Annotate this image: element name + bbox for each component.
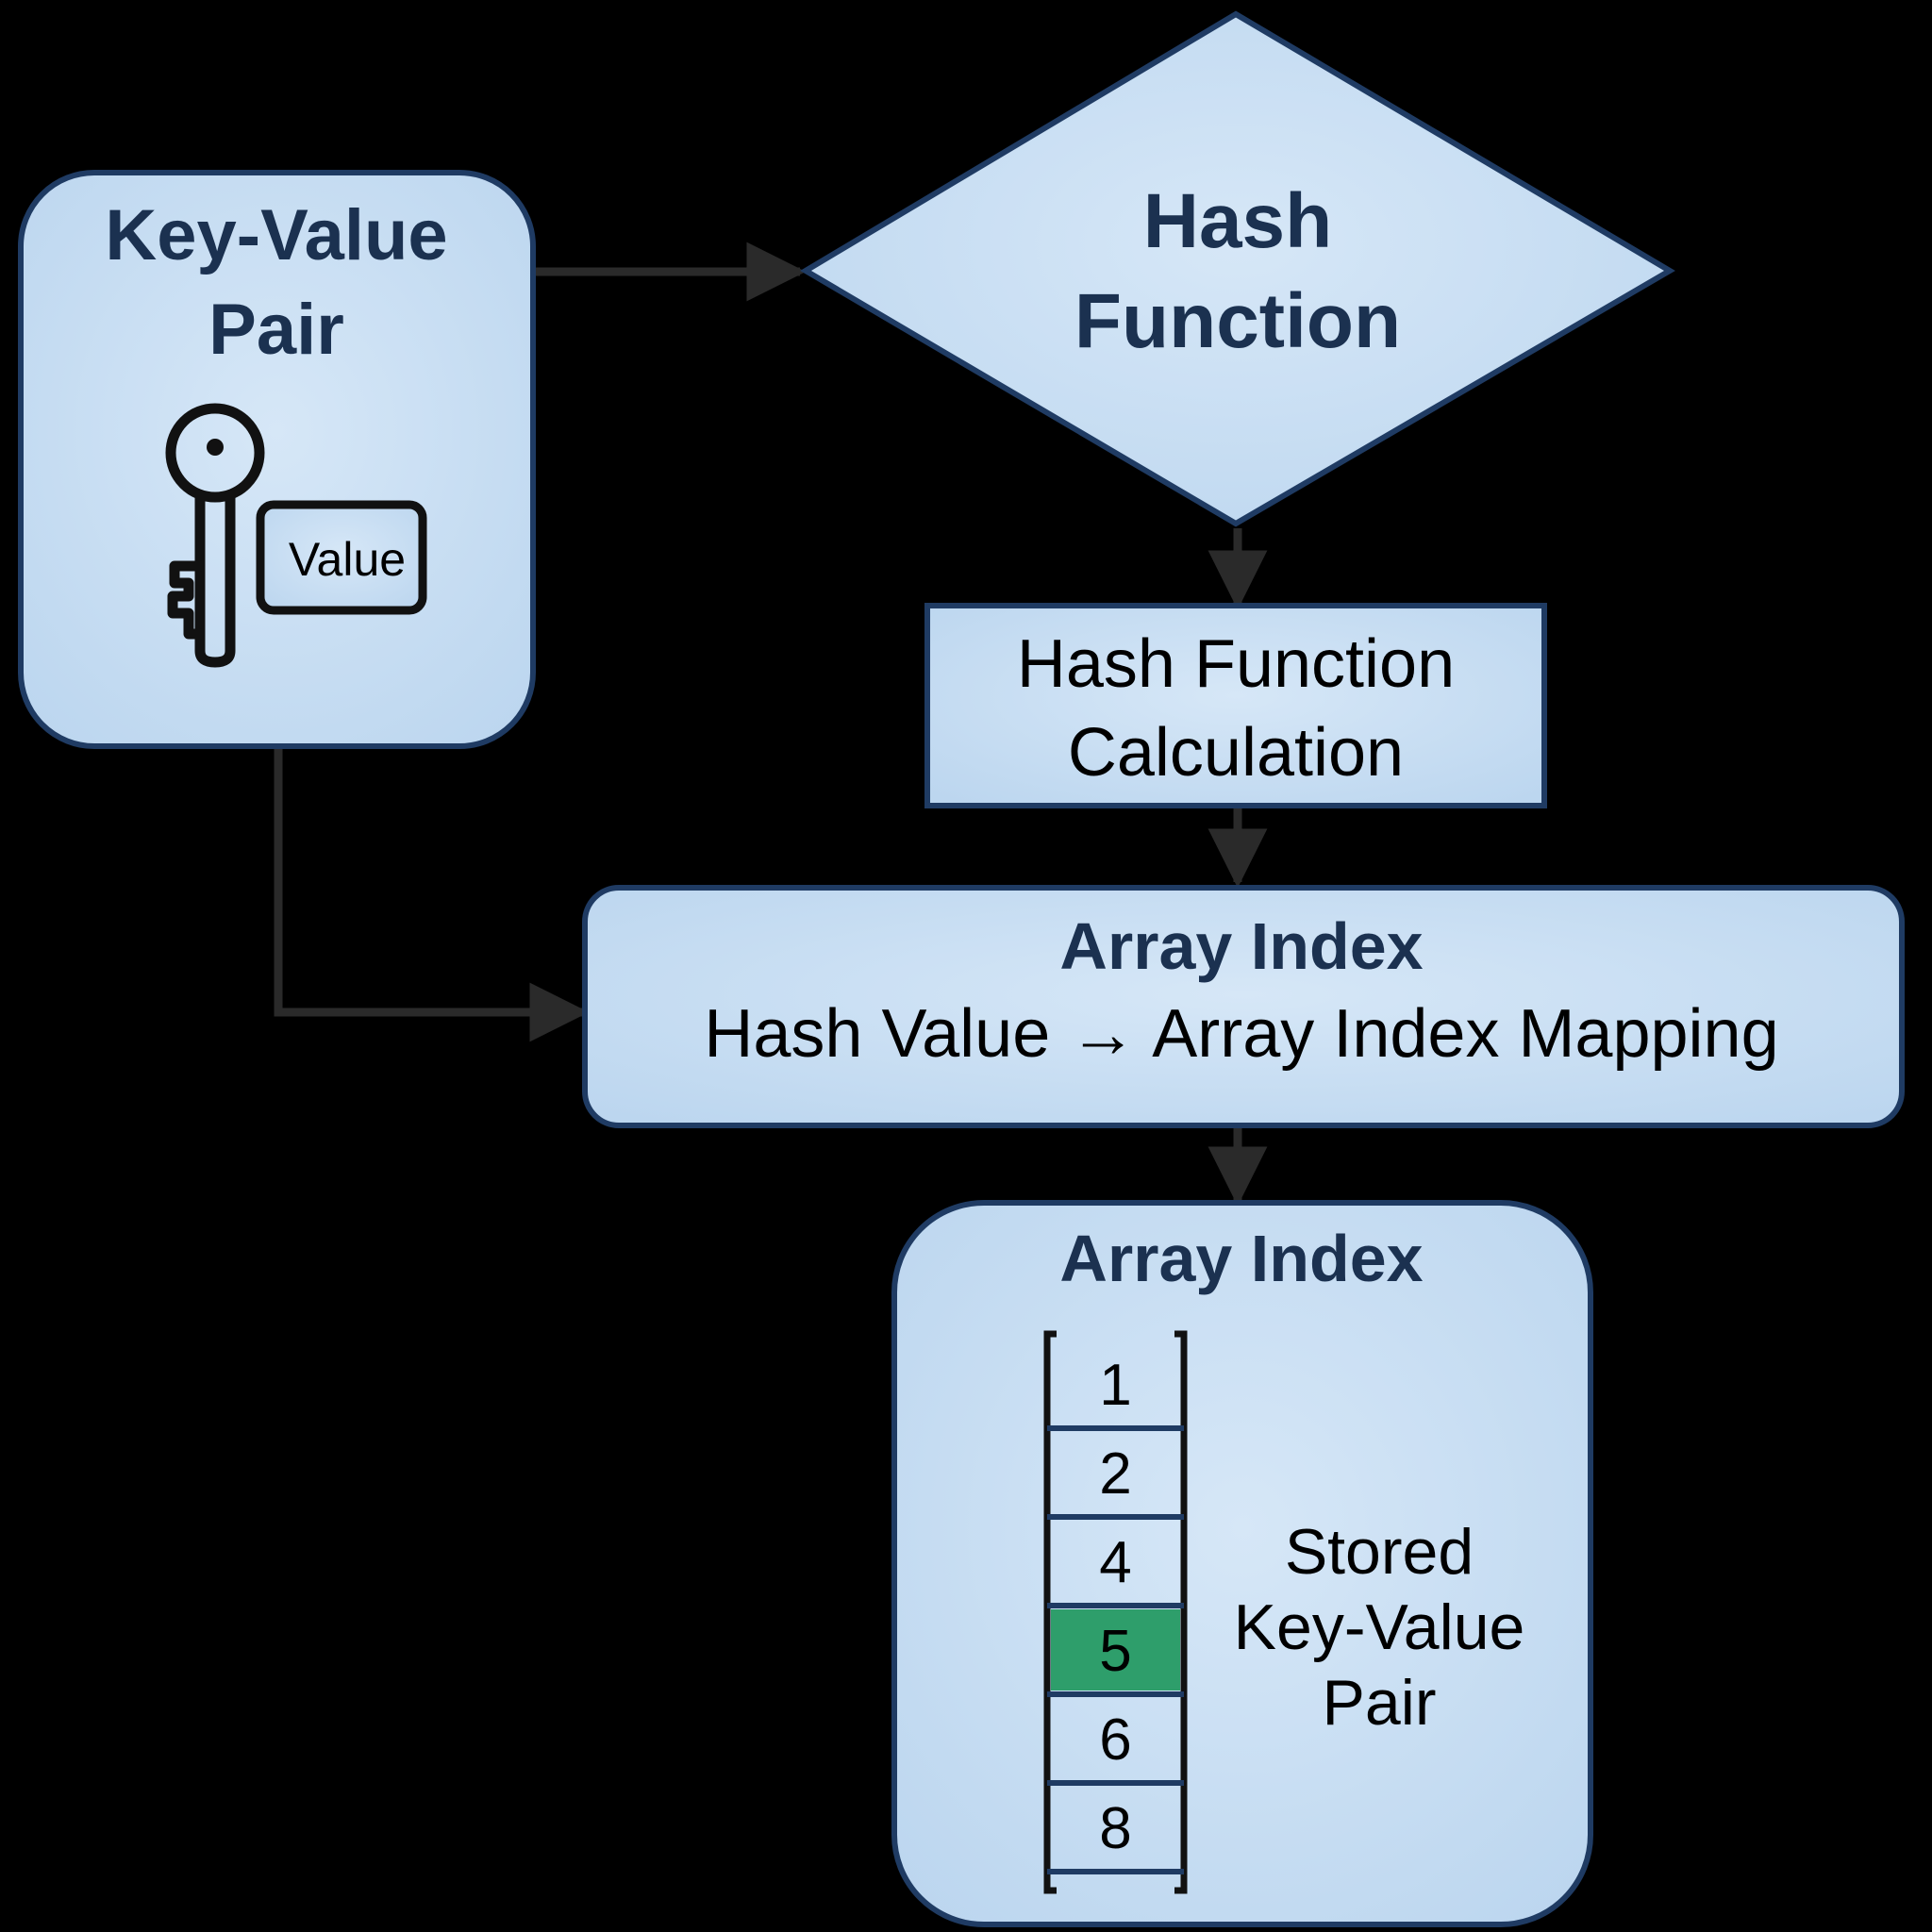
array-index-mapping-subtitle: Hash Value → Array Index Mapping bbox=[704, 996, 1778, 1072]
array-cell-8: 8 bbox=[1099, 1796, 1131, 1861]
array-cells: 1 2 4 5 6 8 bbox=[1043, 1330, 1188, 1894]
hash-calculation-node: Hash Function Calculation bbox=[924, 603, 1547, 808]
array-cell-2: 2 bbox=[1099, 1441, 1131, 1507]
key-icon bbox=[165, 403, 265, 668]
hash-function-node: Hash Function bbox=[800, 10, 1675, 527]
value-tag-label: Value bbox=[289, 533, 406, 586]
hash-function-title-line2: Function bbox=[1074, 278, 1401, 364]
array-rails bbox=[1043, 1330, 1188, 1894]
stored-label-line3: Pair bbox=[1323, 1667, 1437, 1739]
hash-calculation-line2: Calculation bbox=[1068, 715, 1404, 791]
array-storage-title: Array Index bbox=[1059, 1222, 1423, 1295]
connectors bbox=[274, 242, 1268, 1207]
hash-function-title-line1: Hash bbox=[1143, 178, 1333, 264]
hash-calculation-line1: Hash Function bbox=[1017, 626, 1455, 702]
array-cell-5: 5 bbox=[1099, 1619, 1131, 1684]
key-value-pair-title-line2: Pair bbox=[208, 290, 344, 370]
array-index-mapping-title: Array Index bbox=[1059, 909, 1423, 983]
key-value-pair-title-line1: Key-Value bbox=[105, 195, 447, 275]
value-tag: Value bbox=[256, 500, 427, 615]
array-cell-4: 4 bbox=[1099, 1530, 1131, 1595]
array-index-mapping-node: Array Index Hash Value → Array Index Map… bbox=[582, 885, 1905, 1128]
stored-label-line1: Stored bbox=[1285, 1516, 1474, 1588]
stored-label-line2: Key-Value bbox=[1234, 1591, 1525, 1663]
array-cell-1: 1 bbox=[1099, 1353, 1131, 1418]
key-value-pair-node: Key-Value Pair Value bbox=[18, 170, 536, 749]
array-cell-6: 6 bbox=[1099, 1707, 1131, 1773]
arrow-kv-to-index bbox=[274, 747, 590, 1042]
array-storage-node: Array Index 1 2 4 5 6 8 Stored Key-Value Pair bbox=[891, 1200, 1593, 1927]
array-cell-highlight bbox=[1051, 1609, 1180, 1690]
